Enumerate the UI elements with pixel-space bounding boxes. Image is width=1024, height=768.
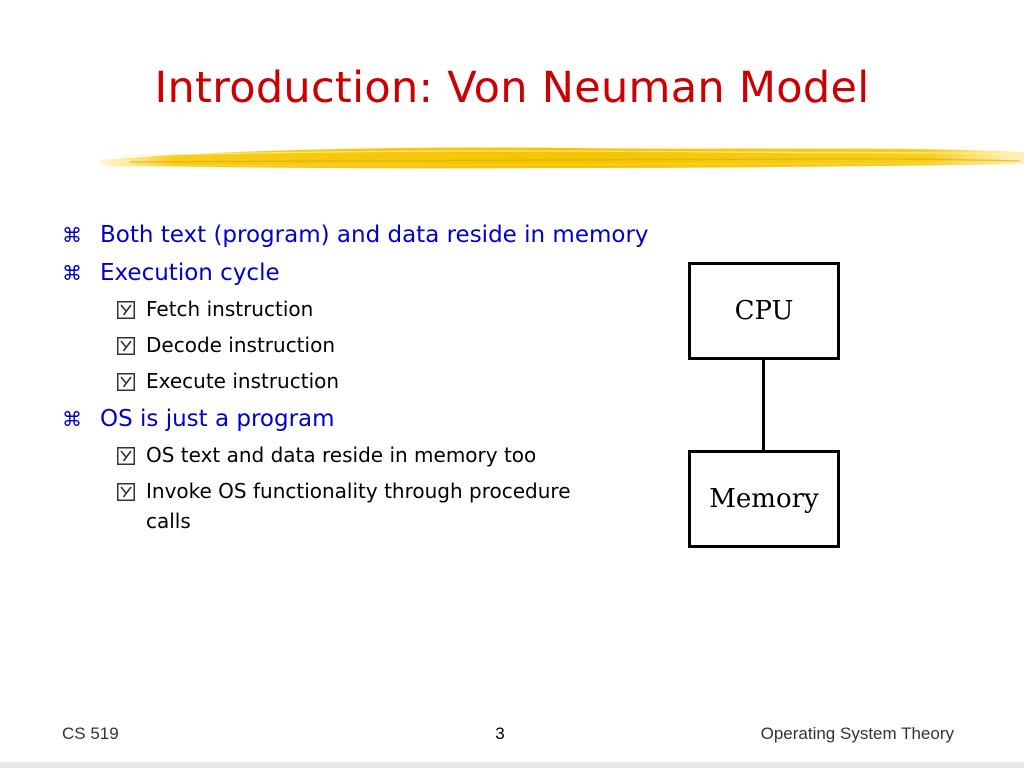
sub-bullet-item: OS text and data reside in memory too bbox=[62, 440, 616, 470]
title-underline-brushstroke bbox=[100, 147, 1024, 169]
footer-course: CS 519 bbox=[62, 724, 119, 743]
command-key-icon: ⌘ bbox=[62, 261, 82, 285]
checkbox-y-icon bbox=[117, 447, 135, 465]
sub-bullet-text: Fetch instruction bbox=[146, 297, 314, 321]
checkbox-y-icon bbox=[117, 337, 135, 355]
bullet-text: Execution cycle bbox=[100, 260, 280, 286]
bullet-item: ⌘ Execution cycle bbox=[62, 256, 660, 290]
bullet-list: ⌘ Both text (program) and data reside in… bbox=[62, 218, 662, 542]
von-neumann-diagram: CPU Memory bbox=[688, 262, 840, 550]
bullet-text: Both text (program) and data reside in m… bbox=[100, 222, 649, 248]
cpu-label: CPU bbox=[734, 296, 794, 326]
slide-title: Introduction: Von Neuman Model bbox=[154, 63, 870, 113]
bullet-item: ⌘ OS is just a program bbox=[62, 402, 660, 436]
command-key-icon: ⌘ bbox=[62, 407, 82, 431]
sub-bullet-text: Invoke OS functionality through procedur… bbox=[146, 479, 571, 533]
sub-bullet-item: Invoke OS functionality through procedur… bbox=[62, 476, 616, 536]
sub-bullet-text: Decode instruction bbox=[146, 333, 335, 357]
sub-bullet-text: OS text and data reside in memory too bbox=[146, 443, 537, 467]
sub-bullet-item: Execute instruction bbox=[62, 366, 616, 396]
memory-box: Memory bbox=[688, 450, 840, 548]
checkbox-y-icon bbox=[117, 301, 135, 319]
cpu-memory-connector bbox=[762, 357, 765, 450]
sub-bullet-item: Decode instruction bbox=[62, 330, 616, 360]
footer-page-number: 3 bbox=[495, 724, 505, 743]
bullet-item: ⌘ Both text (program) and data reside in… bbox=[62, 218, 660, 252]
bullet-text: OS is just a program bbox=[100, 406, 335, 432]
cpu-box: CPU bbox=[688, 262, 840, 360]
bottom-band bbox=[0, 762, 1024, 768]
checkbox-y-icon bbox=[117, 373, 135, 391]
sub-bullet-text: Execute instruction bbox=[146, 369, 340, 393]
footer-subject: Operating System Theory bbox=[760, 724, 954, 743]
sub-bullet-item: Fetch instruction bbox=[62, 294, 616, 324]
memory-label: Memory bbox=[709, 484, 819, 514]
command-key-icon: ⌘ bbox=[62, 223, 82, 247]
checkbox-y-icon bbox=[117, 483, 135, 501]
